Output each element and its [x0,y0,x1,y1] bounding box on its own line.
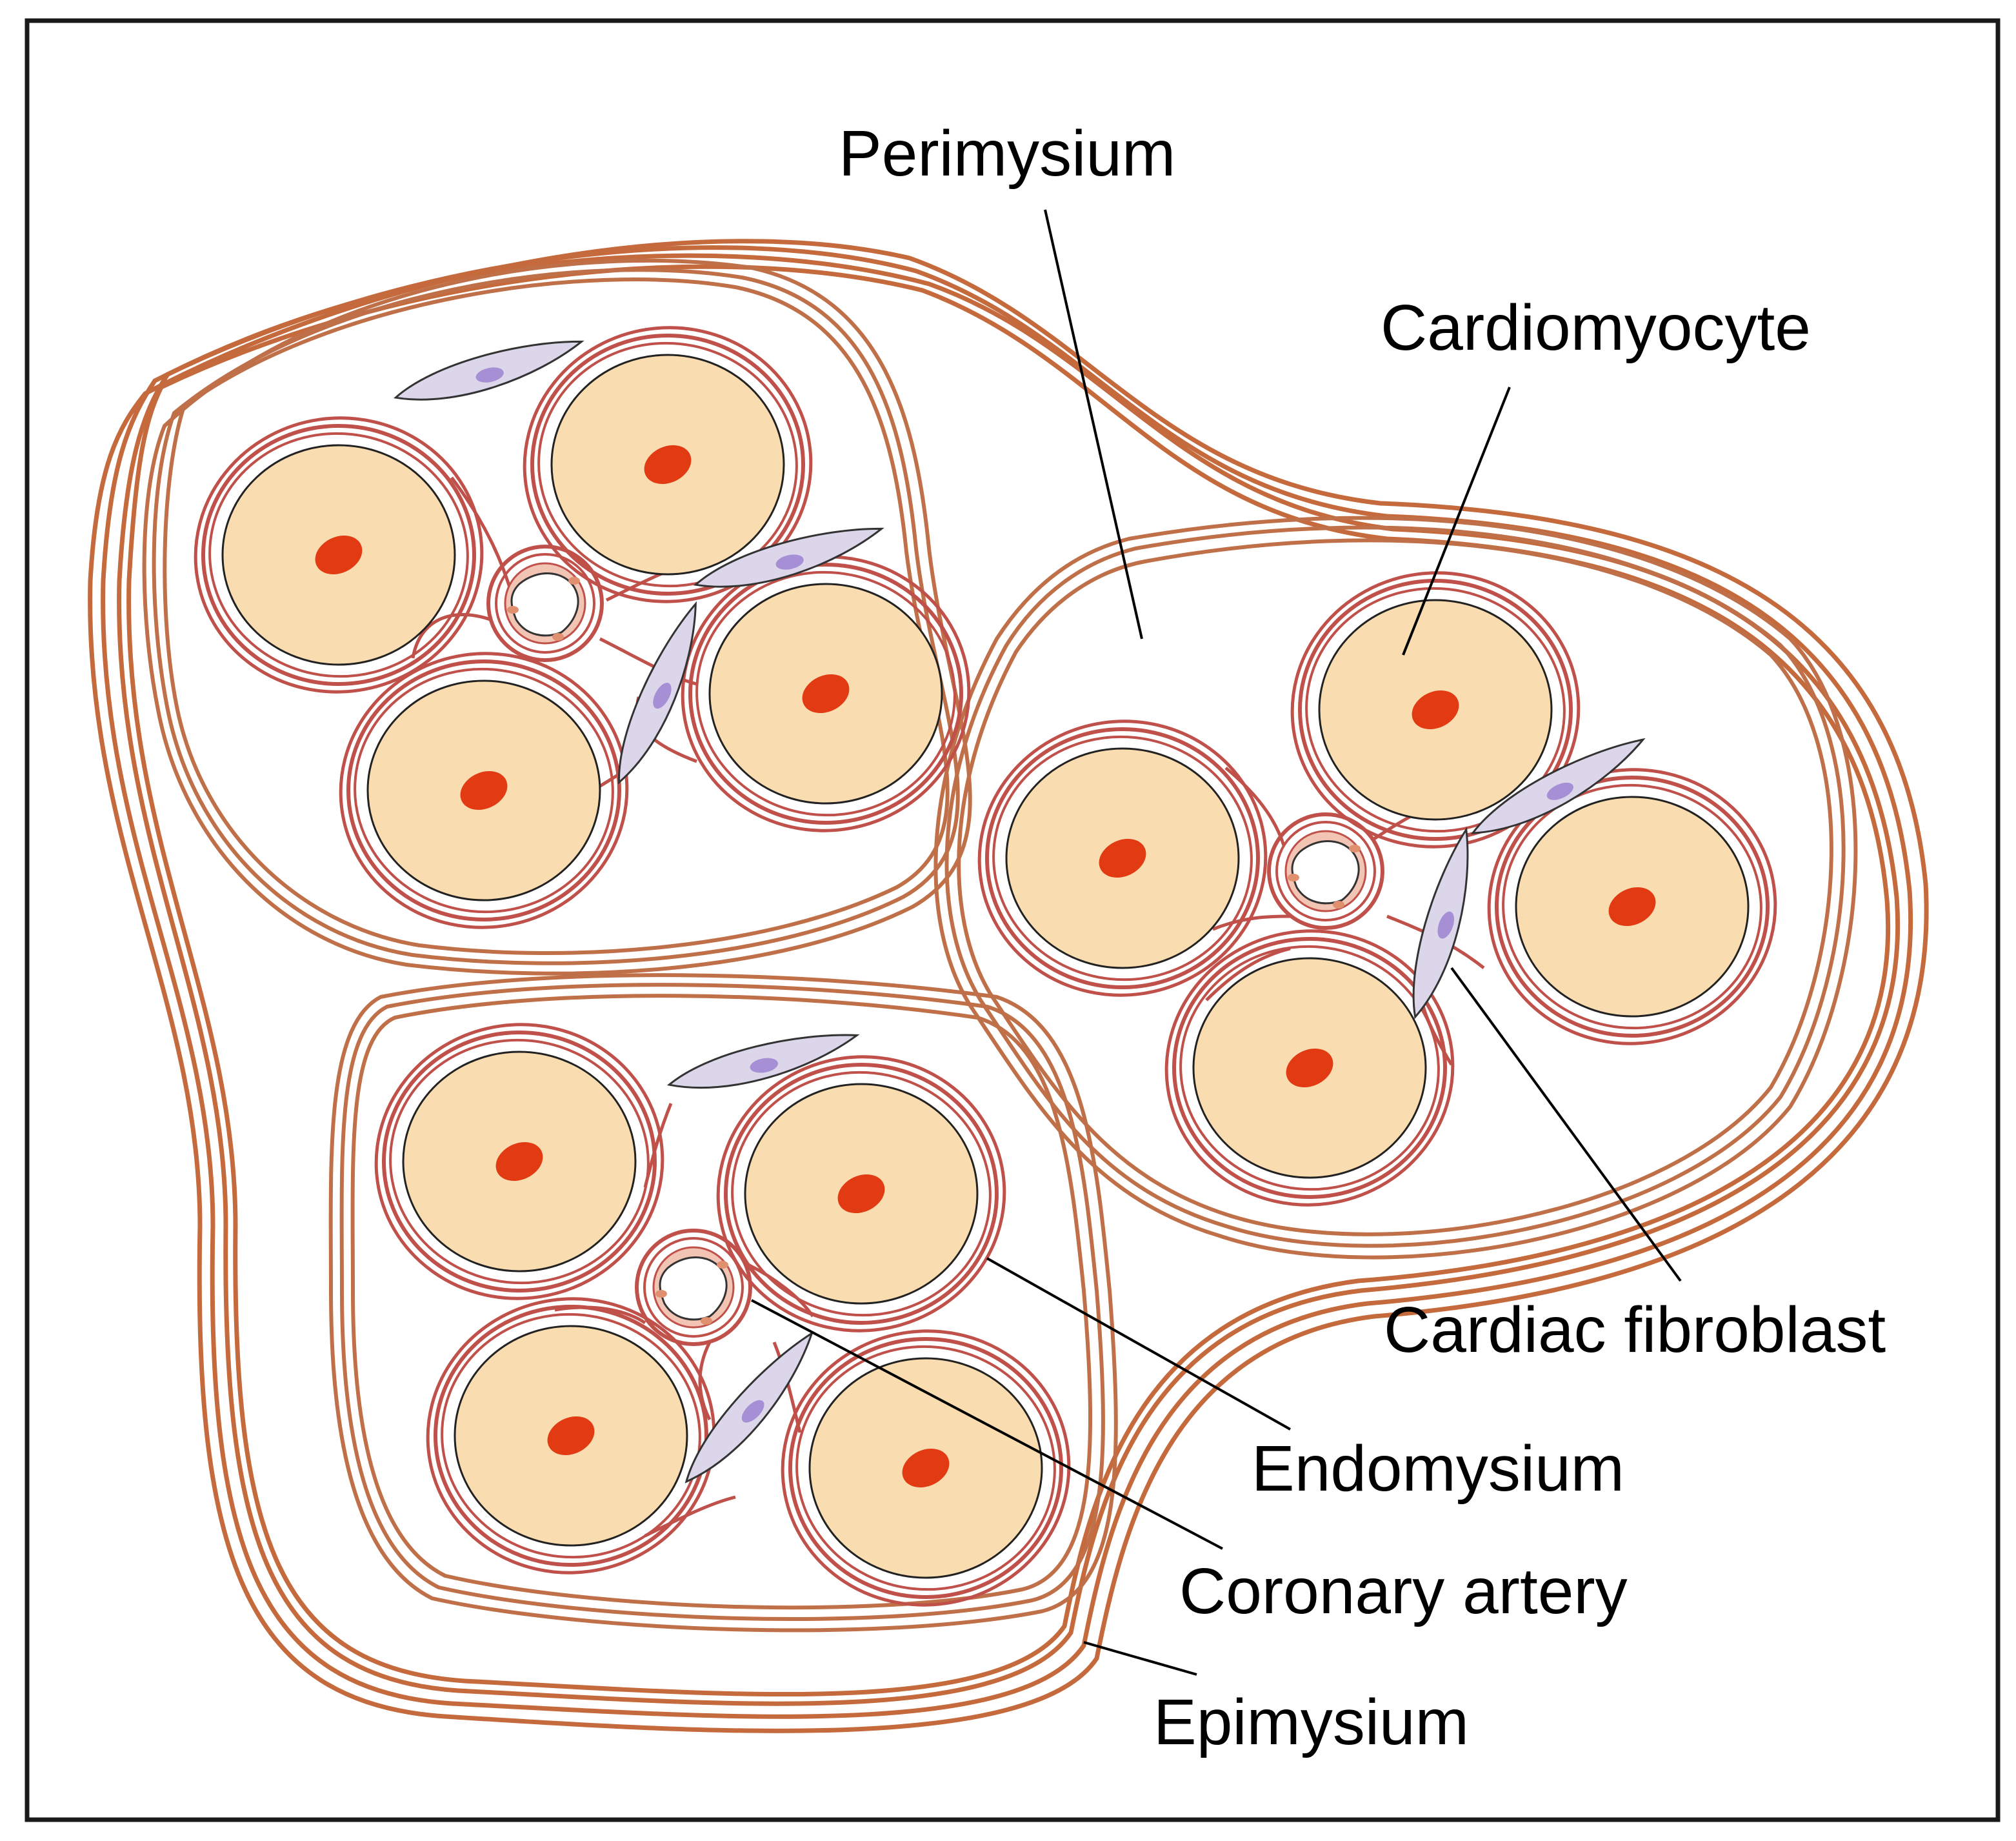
cardiomyocyte-cell [426,1297,716,1574]
epimysium-sheath [88,239,1929,1733]
cardiomyocyte-cell [523,326,813,603]
cardiomyocyte-cell [339,652,629,929]
coronary-artery-vessel [486,545,604,662]
fibroblast-cell [693,527,884,588]
fibroblast-cell [1470,738,1646,834]
fibroblast-cell [618,601,697,785]
label-cardiac-fibroblast: Cardiac fibroblast [1384,1294,1886,1366]
cardiomyocytes [194,326,1777,1607]
leader-cardiac-fibroblast [1450,967,1682,1282]
leader-perimysium [1044,209,1143,639]
leader-epimysium [1083,1641,1197,1676]
cardiomyocyte-cell [681,555,971,832]
label-coronary-artery: Coronary artery [1179,1555,1628,1627]
label-epimysium: Epimysium [1153,1686,1469,1758]
cardiomyocyte-cell [1487,768,1777,1045]
label-cardiomyocyte: Cardiomyocyte [1381,292,1811,364]
labels: Perimysium Cardiomyocyte Cardiac fibrobl… [839,117,1886,1758]
label-perimysium: Perimysium [839,117,1175,190]
label-endomysium: Endomysium [1252,1433,1624,1505]
cardiomyocyte-cell [374,1023,664,1300]
cardiomyocyte-cell [194,416,484,694]
coronary-artery-vessel [1267,812,1384,930]
fibroblast-cell [666,1034,860,1089]
cardiomyocyte-cell [1290,571,1581,849]
leader-lines [751,209,1682,1676]
perimysium-fascicle-2 [933,516,1858,1260]
leader-coronary-artery [751,1299,1223,1550]
fibroblast-cell [1412,827,1469,1020]
leader-endomysium [986,1257,1291,1431]
cardiomyocyte-cell [716,1055,1006,1333]
cardiomyocyte-cell [1164,929,1455,1207]
cardiomyocyte-cell [781,1329,1071,1607]
cardiac-fibroblasts [393,340,1646,1484]
cardiomyocyte-cell [977,719,1268,997]
perimysium-fascicle-3 [328,973,1118,1633]
fibroblast-cell [393,340,584,401]
coronary-artery-vessel [635,1229,752,1346]
leader-cardiomyocyte [1402,387,1511,656]
coronary-arteries [486,545,1384,1346]
